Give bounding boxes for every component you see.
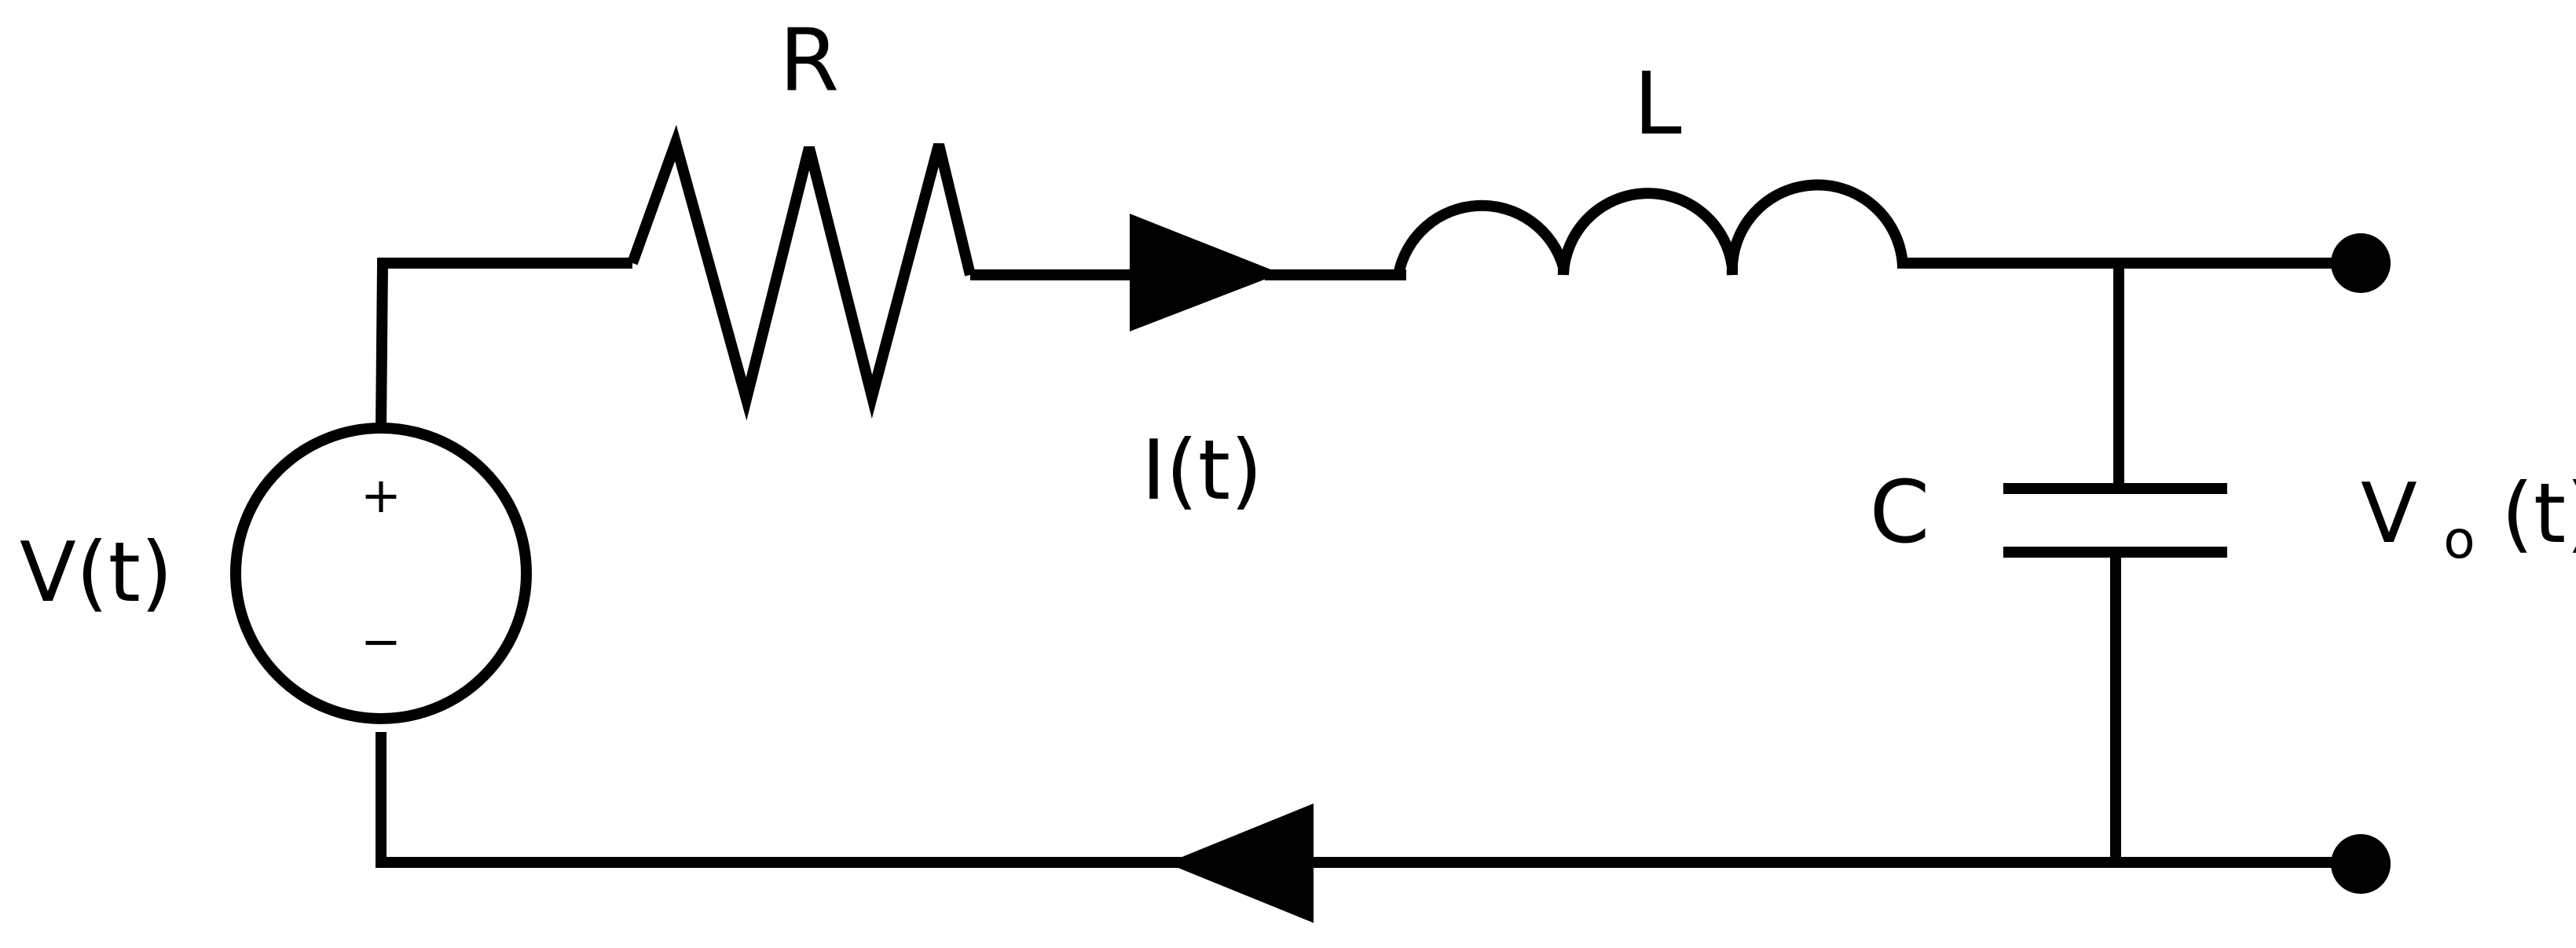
source-plus-sign: + <box>361 467 401 524</box>
capacitor-label: C <box>1870 462 1930 562</box>
current-arrow-bottom-icon <box>1167 803 1314 923</box>
wire-return-bottom <box>376 732 2357 868</box>
voltage-source-icon: + − <box>230 423 532 724</box>
source-voltage-label: V(t) <box>20 525 173 620</box>
capacitor-icon <box>2003 263 2227 862</box>
output-voltage-label: V o (t) <box>2361 466 2576 577</box>
resistor-label: R <box>779 10 839 111</box>
inductor-label: L <box>1633 53 1681 154</box>
wire-source-to-resistor <box>376 258 632 429</box>
source-minus-sign: − <box>361 613 401 670</box>
output-terminal-top-icon <box>2331 233 2391 293</box>
output-voltage-suffix: (t) <box>2501 466 2576 562</box>
resistor-icon <box>627 124 976 421</box>
output-terminal-bottom-icon <box>2331 834 2391 894</box>
current-label: I(t) <box>1141 423 1262 518</box>
output-voltage-main: V <box>2361 466 2417 562</box>
current-arrow-top-icon <box>1130 214 1281 331</box>
output-voltage-subscript: o <box>2443 510 2475 570</box>
inductor-icon <box>1393 179 1908 276</box>
